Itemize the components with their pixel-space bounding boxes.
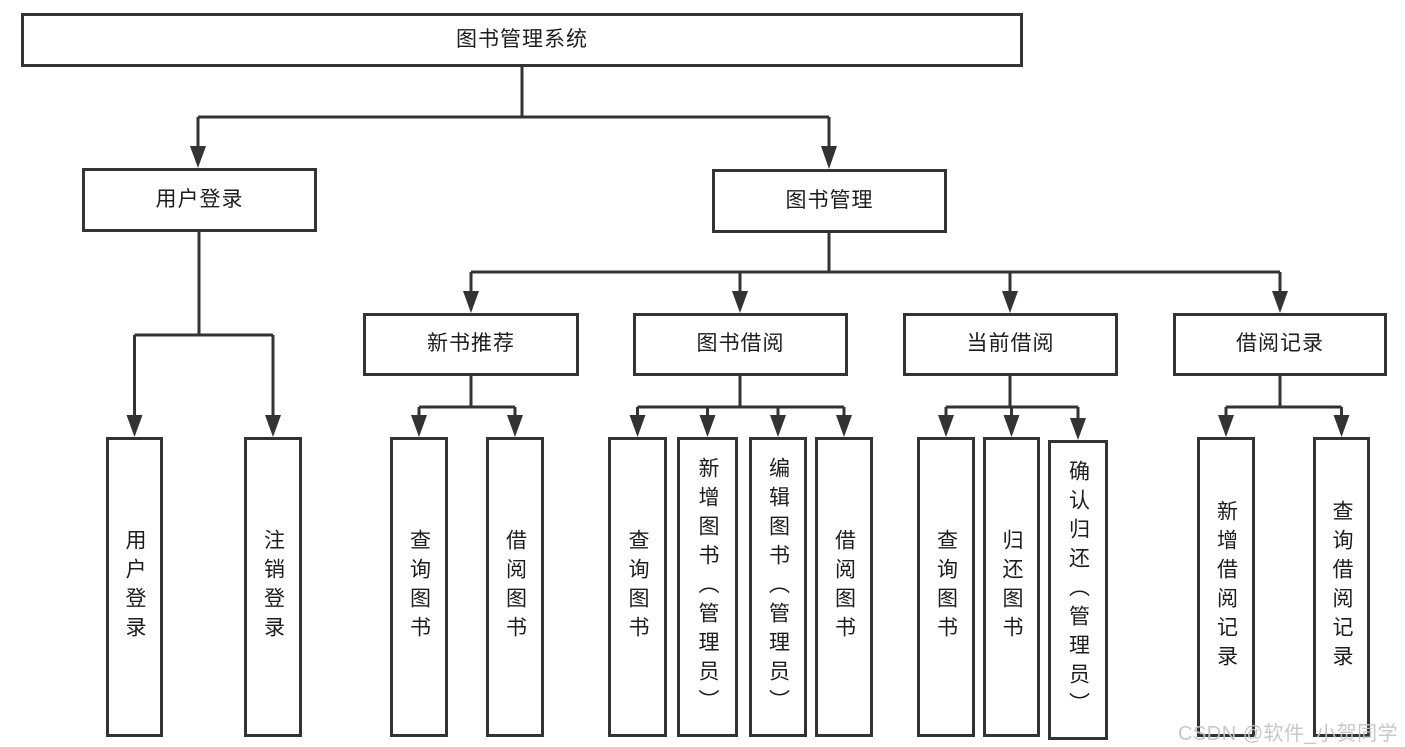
- node-new-book-recommend-label: 新书推荐: [427, 332, 515, 356]
- node-user-login-label: 用户登录: [155, 187, 244, 211]
- leaf-borrow-query: 查询图书: [608, 437, 667, 737]
- leaf-newbook-borrow-label: 借阅图书: [503, 529, 527, 645]
- node-book-borrow: 图书借阅: [633, 313, 848, 376]
- leaf-user-login: 用户登录: [106, 437, 163, 737]
- node-user-login: 用户登录: [82, 168, 317, 232]
- leaf-borrow-query-label: 查询图书: [626, 529, 649, 645]
- leaf-borrow-add: 新增图书（管理员）: [677, 437, 738, 737]
- node-borrow-records-label: 借阅记录: [1236, 332, 1324, 356]
- leaf-borrow-edit-label: 编辑图书（管理员）: [766, 456, 790, 718]
- leaf-records-add: 新增借阅记录: [1197, 437, 1255, 737]
- leaf-current-return: 归还图书: [983, 437, 1040, 737]
- leaf-newbook-query-label: 查询图书: [407, 529, 431, 645]
- leaf-current-confirm-label: 确认归还（管理员）: [1066, 459, 1090, 721]
- leaf-records-add-label: 新增借阅记录: [1214, 500, 1238, 674]
- node-book-management: 图书管理: [712, 169, 947, 233]
- node-book-borrow-label: 图书借阅: [696, 332, 785, 356]
- leaf-current-return-label: 归还图书: [1000, 529, 1023, 645]
- leaf-user-login-label: 用户登录: [123, 529, 146, 645]
- leaf-current-query-label: 查询图书: [934, 529, 958, 645]
- node-borrow-records: 借阅记录: [1173, 313, 1387, 376]
- leaf-records-query: 查询借阅记录: [1313, 437, 1370, 737]
- leaf-borrow-edit: 编辑图书（管理员）: [749, 437, 807, 737]
- node-book-management-label: 图书管理: [785, 188, 874, 212]
- node-current-borrow: 当前借阅: [903, 313, 1118, 376]
- node-new-book-recommend: 新书推荐: [363, 313, 579, 376]
- leaf-current-query: 查询图书: [917, 437, 975, 737]
- node-current-borrow-label: 当前借阅: [966, 332, 1055, 356]
- node-root-label: 图书管理系统: [456, 27, 588, 51]
- leaf-current-confirm: 确认归还（管理员）: [1048, 440, 1108, 740]
- leaf-borrow-add-label: 新增图书（管理员）: [696, 456, 719, 718]
- leaf-records-query-label: 查询借阅记录: [1330, 500, 1353, 674]
- leaf-newbook-query: 查询图书: [390, 437, 448, 737]
- watermark: CSDN @软件_小贺同学: [1178, 723, 1399, 745]
- leaf-logout: 注销登录: [244, 437, 302, 737]
- leaf-borrow-borrow: 借阅图书: [815, 437, 873, 737]
- leaf-logout-label: 注销登录: [261, 529, 285, 645]
- node-root: 图书管理系统: [21, 13, 1023, 67]
- leaf-newbook-borrow: 借阅图书: [486, 437, 544, 737]
- leaf-borrow-borrow-label: 借阅图书: [832, 529, 856, 645]
